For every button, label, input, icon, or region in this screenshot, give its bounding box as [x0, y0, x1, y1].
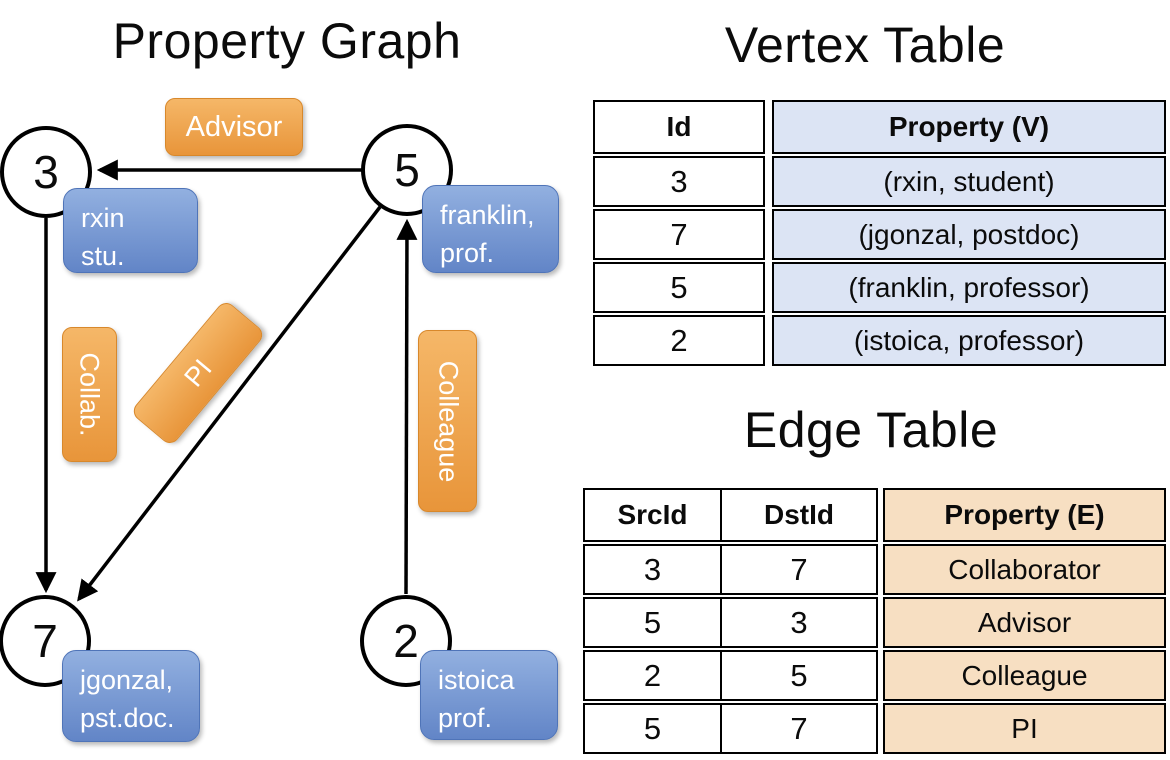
vertex-prop-line: prof.: [440, 238, 495, 269]
vertex-prop-line: istoica: [438, 665, 515, 695]
edge-table-title: Edge Table: [743, 402, 999, 458]
edge-label-text: PI: [177, 353, 218, 393]
edge-table-dstid-header: DstId: [764, 499, 834, 530]
vertex-prop-line: jgonzal,: [80, 665, 174, 695]
edge-dstid-cell: 5: [790, 657, 808, 693]
vertex-prop-line: pst.doc.: [80, 703, 175, 734]
edge-table-ids-row: 5 7: [583, 703, 878, 754]
edge-label-collab: Collab.: [62, 327, 117, 462]
node-id: 5: [394, 144, 420, 196]
graph-node-2: 2: [360, 595, 452, 687]
vertex-id-cell: 2: [593, 315, 765, 366]
property-graph-title: Property Graph: [112, 13, 462, 69]
edge-property-cell: Collaborator: [883, 544, 1166, 595]
node-id: 2: [393, 615, 419, 667]
vertex-id-cell: 7: [593, 209, 765, 260]
vertex-prop-line: franklin,: [440, 200, 535, 230]
edge-label-advisor: Advisor: [165, 98, 303, 156]
edge-property-cell: Colleague: [883, 650, 1166, 701]
vertex-property-cell: (rxin, student): [772, 156, 1166, 207]
edge-table-ids-header-row: SrcId DstId: [583, 488, 878, 542]
edge-dstid-cell: 7: [790, 551, 808, 587]
edge-dstid-cell: 7: [790, 710, 808, 746]
edge-table-property-column: Property (E) Collaborator Advisor Collea…: [883, 488, 1166, 756]
edge-table-srcid-header: SrcId: [585, 490, 722, 540]
edge-dstid-cell: 3: [790, 604, 808, 640]
node-id: 7: [32, 615, 58, 667]
vertex-prop-line: rxin: [81, 203, 125, 233]
edge-label-text: Colleague: [433, 360, 463, 482]
vertex-prop-box-2: istoica prof.: [420, 650, 558, 740]
edge-table-src-dst-columns: SrcId DstId 3 7 5 3 2 5 5 7: [583, 488, 878, 756]
graph-edges-svg: [35, 159, 418, 602]
vertex-table-title: Vertex Table: [724, 17, 1006, 73]
vertex-id-cell: 5: [593, 262, 765, 313]
edge-table-ids-row: 5 3: [583, 597, 878, 648]
edge-line-pi-5-to-7: [77, 205, 382, 602]
vertex-prop-box-5: franklin, prof.: [422, 185, 559, 273]
vertex-prop-box-7: jgonzal, pst.doc.: [62, 650, 200, 742]
edge-property-cell: Advisor: [883, 597, 1166, 648]
vertex-prop-box-3: rxin stu.: [63, 188, 198, 273]
vertex-id-cell: 3: [593, 156, 765, 207]
edge-label-text: Collab.: [75, 352, 106, 437]
graph-node-5: 5: [361, 124, 453, 216]
edge-table-ids-row: 2 5: [583, 650, 878, 701]
vertex-prop-line: prof.: [438, 703, 493, 734]
vertex-table-property-column: Property (V) (rxin, student) (jgonzal, p…: [772, 100, 1166, 368]
edge-srcid-cell: 5: [585, 599, 722, 646]
edge-label-colleague: Colleague: [418, 330, 477, 512]
node-id: 3: [33, 146, 59, 198]
vertex-table-property-header: Property (V): [772, 100, 1166, 154]
vertex-property-cell: (jgonzal, postdoc): [772, 209, 1166, 260]
vertex-prop-line: stu.: [81, 241, 125, 272]
edge-table-property-header: Property (E): [883, 488, 1166, 542]
vertex-property-cell: (istoica, professor): [772, 315, 1166, 366]
edge-line-colleague-2-to-5: [396, 218, 418, 595]
vertex-table-id-header: Id: [593, 100, 765, 154]
edge-srcid-cell: 3: [585, 546, 722, 593]
edge-label-text: Advisor: [185, 110, 283, 143]
edge-property-cell: PI: [883, 703, 1166, 754]
edge-srcid-cell: 5: [585, 705, 722, 752]
vertex-property-cell: (franklin, professor): [772, 262, 1166, 313]
edge-table-ids-row: 3 7: [583, 544, 878, 595]
vertex-table-id-column: Id 3 7 5 2: [593, 100, 765, 368]
edge-srcid-cell: 2: [585, 652, 722, 699]
